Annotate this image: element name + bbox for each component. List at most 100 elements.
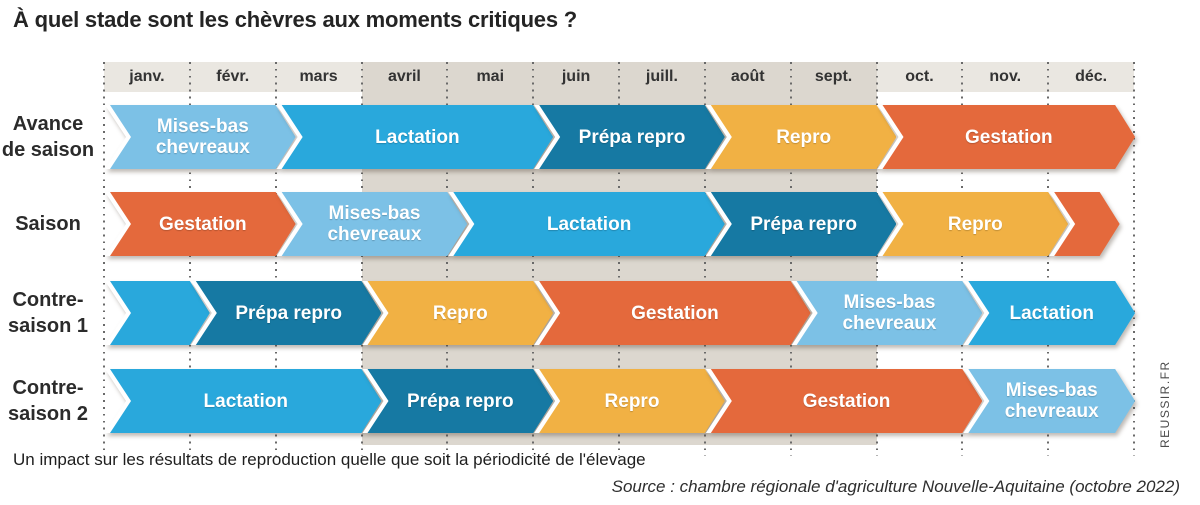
month-label: mai <box>476 68 505 85</box>
arrow-label: Prépa repro <box>190 281 382 345</box>
timeline-grid-line <box>1133 62 1135 456</box>
timeline-grid-line <box>618 62 620 456</box>
arrow-label: Repro <box>362 281 554 345</box>
stage-arrow-lactation <box>104 281 210 345</box>
stage-arrow-repro: Repro <box>877 192 1069 256</box>
arrow-label-line: Mises-bas <box>1005 380 1098 401</box>
arrow-label: Lactation <box>447 192 725 256</box>
timeline-grid-line <box>1047 62 1050 456</box>
month-label: nov. <box>989 68 1022 85</box>
arrow-label-line: Repro <box>776 126 832 148</box>
stage-arrow-repro: Repro <box>362 281 554 345</box>
timeline-grid-line <box>532 62 535 456</box>
arrow-fill <box>362 281 554 345</box>
arrow-label-line: Prépa repro <box>750 213 857 235</box>
month-label: sept. <box>814 68 853 85</box>
timeline-grid-line <box>875 62 878 456</box>
month-label: avril <box>387 68 421 85</box>
stage-arrow-prepa-repro: Prépa repro <box>705 192 897 256</box>
row-label-line: de saison <box>1 139 95 161</box>
month-label: juill. <box>645 68 678 85</box>
row-label-line: Contre- <box>12 289 84 311</box>
month-label: mars <box>299 68 338 85</box>
arrow-label-line: Prépa repro <box>235 302 342 324</box>
arrow-label-line: Prépa repro <box>578 126 686 148</box>
arrow-label: Prépa repro <box>705 192 897 256</box>
arrow-fill <box>705 105 897 169</box>
timeline-grid-line <box>446 62 449 456</box>
timeline-grid-line <box>188 62 191 456</box>
arrow-label-line: Gestation <box>802 390 891 412</box>
arrow-label: Gestation <box>705 369 983 433</box>
arrow-label-line: Repro <box>947 213 1003 235</box>
arrow-label-line: Mises-bas <box>843 292 936 313</box>
month-label: juin <box>561 68 591 85</box>
month-label: janv. <box>129 68 165 85</box>
row-label: Avance de saison <box>0 105 96 169</box>
stage-arrow-gestation <box>1048 192 1120 256</box>
stage-arrow-prepa-repro: Prépa repro <box>362 369 554 433</box>
timeline-grid-line <box>103 62 105 456</box>
arrow-fill <box>877 192 1069 256</box>
arrow-label-line: Lactation <box>203 390 288 412</box>
stage-arrow-lactation: Lactation <box>962 281 1135 345</box>
stage-arrow-repro: Repro <box>705 105 897 169</box>
stage-arrow-gestation: Gestation <box>104 192 296 256</box>
arrow-fill <box>533 105 725 169</box>
arrow-fill <box>877 105 1136 169</box>
arrow-label: Prépa repro <box>362 369 554 433</box>
page-title: À quel stade sont les chèvres aux moment… <box>13 7 578 32</box>
arrow-fill <box>791 281 983 345</box>
arrow-label-line: Repro <box>432 302 488 324</box>
arrow-label-line: Lactation <box>546 213 632 235</box>
row-label-line: saison 1 <box>7 315 89 337</box>
arrow-label: Lactation <box>276 105 554 169</box>
row-label-line: Saison <box>15 213 81 235</box>
stage-arrow-gestation: Gestation <box>533 281 811 345</box>
timeline-grid-line <box>789 62 792 456</box>
arrow-label-line: chevreaux <box>327 224 422 245</box>
arrow-fill <box>104 105 296 169</box>
arrow-label: Lactation <box>104 369 382 433</box>
stage-arrow-lactation: Lactation <box>447 192 725 256</box>
arrow-label: Repro <box>877 192 1069 256</box>
arrow-fill <box>962 281 1135 345</box>
arrow-label-line: Gestation <box>159 213 247 235</box>
arrow-label: Gestation <box>104 192 296 256</box>
watermark: REUSSIR.FR <box>1158 360 1172 448</box>
arrow-fill <box>705 369 983 433</box>
arrow-label-line: Lactation <box>1009 302 1094 324</box>
arrow-label-line: Repro <box>604 390 660 412</box>
timeline-grid-line <box>274 62 277 456</box>
month-label: déc. <box>1075 68 1108 85</box>
arrow-fill <box>533 369 725 433</box>
month-label: févr. <box>216 68 250 85</box>
arrow-label-line: Mises-bas <box>156 116 249 137</box>
arrow-fill <box>104 369 382 433</box>
caption: Un impact sur les résultats de reproduct… <box>13 450 646 469</box>
row-label-line: Avance <box>12 113 84 135</box>
arrow-label: Gestation <box>877 105 1136 169</box>
timeline-grid-line <box>961 62 964 456</box>
arrow-label-line: chevreaux <box>155 137 250 158</box>
arrow-fill <box>276 192 468 256</box>
arrow-label-line: Gestation <box>631 302 719 324</box>
timeline-grid-line <box>703 62 706 456</box>
arrow-fill <box>276 105 554 169</box>
stage-arrow-prepa-repro: Prépa repro <box>190 281 382 345</box>
arrow-label-line: Lactation <box>375 126 460 148</box>
arrow-label: Repro <box>533 369 725 433</box>
arrow-label: Repro <box>705 105 897 169</box>
source-credit: Source : chambre régionale d'agriculture… <box>611 477 1180 496</box>
timeline-grid-line <box>360 62 363 456</box>
arrow-fill <box>962 369 1135 433</box>
stage-arrow-prepa-repro: Prépa repro <box>533 105 725 169</box>
stage-arrow-gestation: Gestation <box>877 105 1136 169</box>
